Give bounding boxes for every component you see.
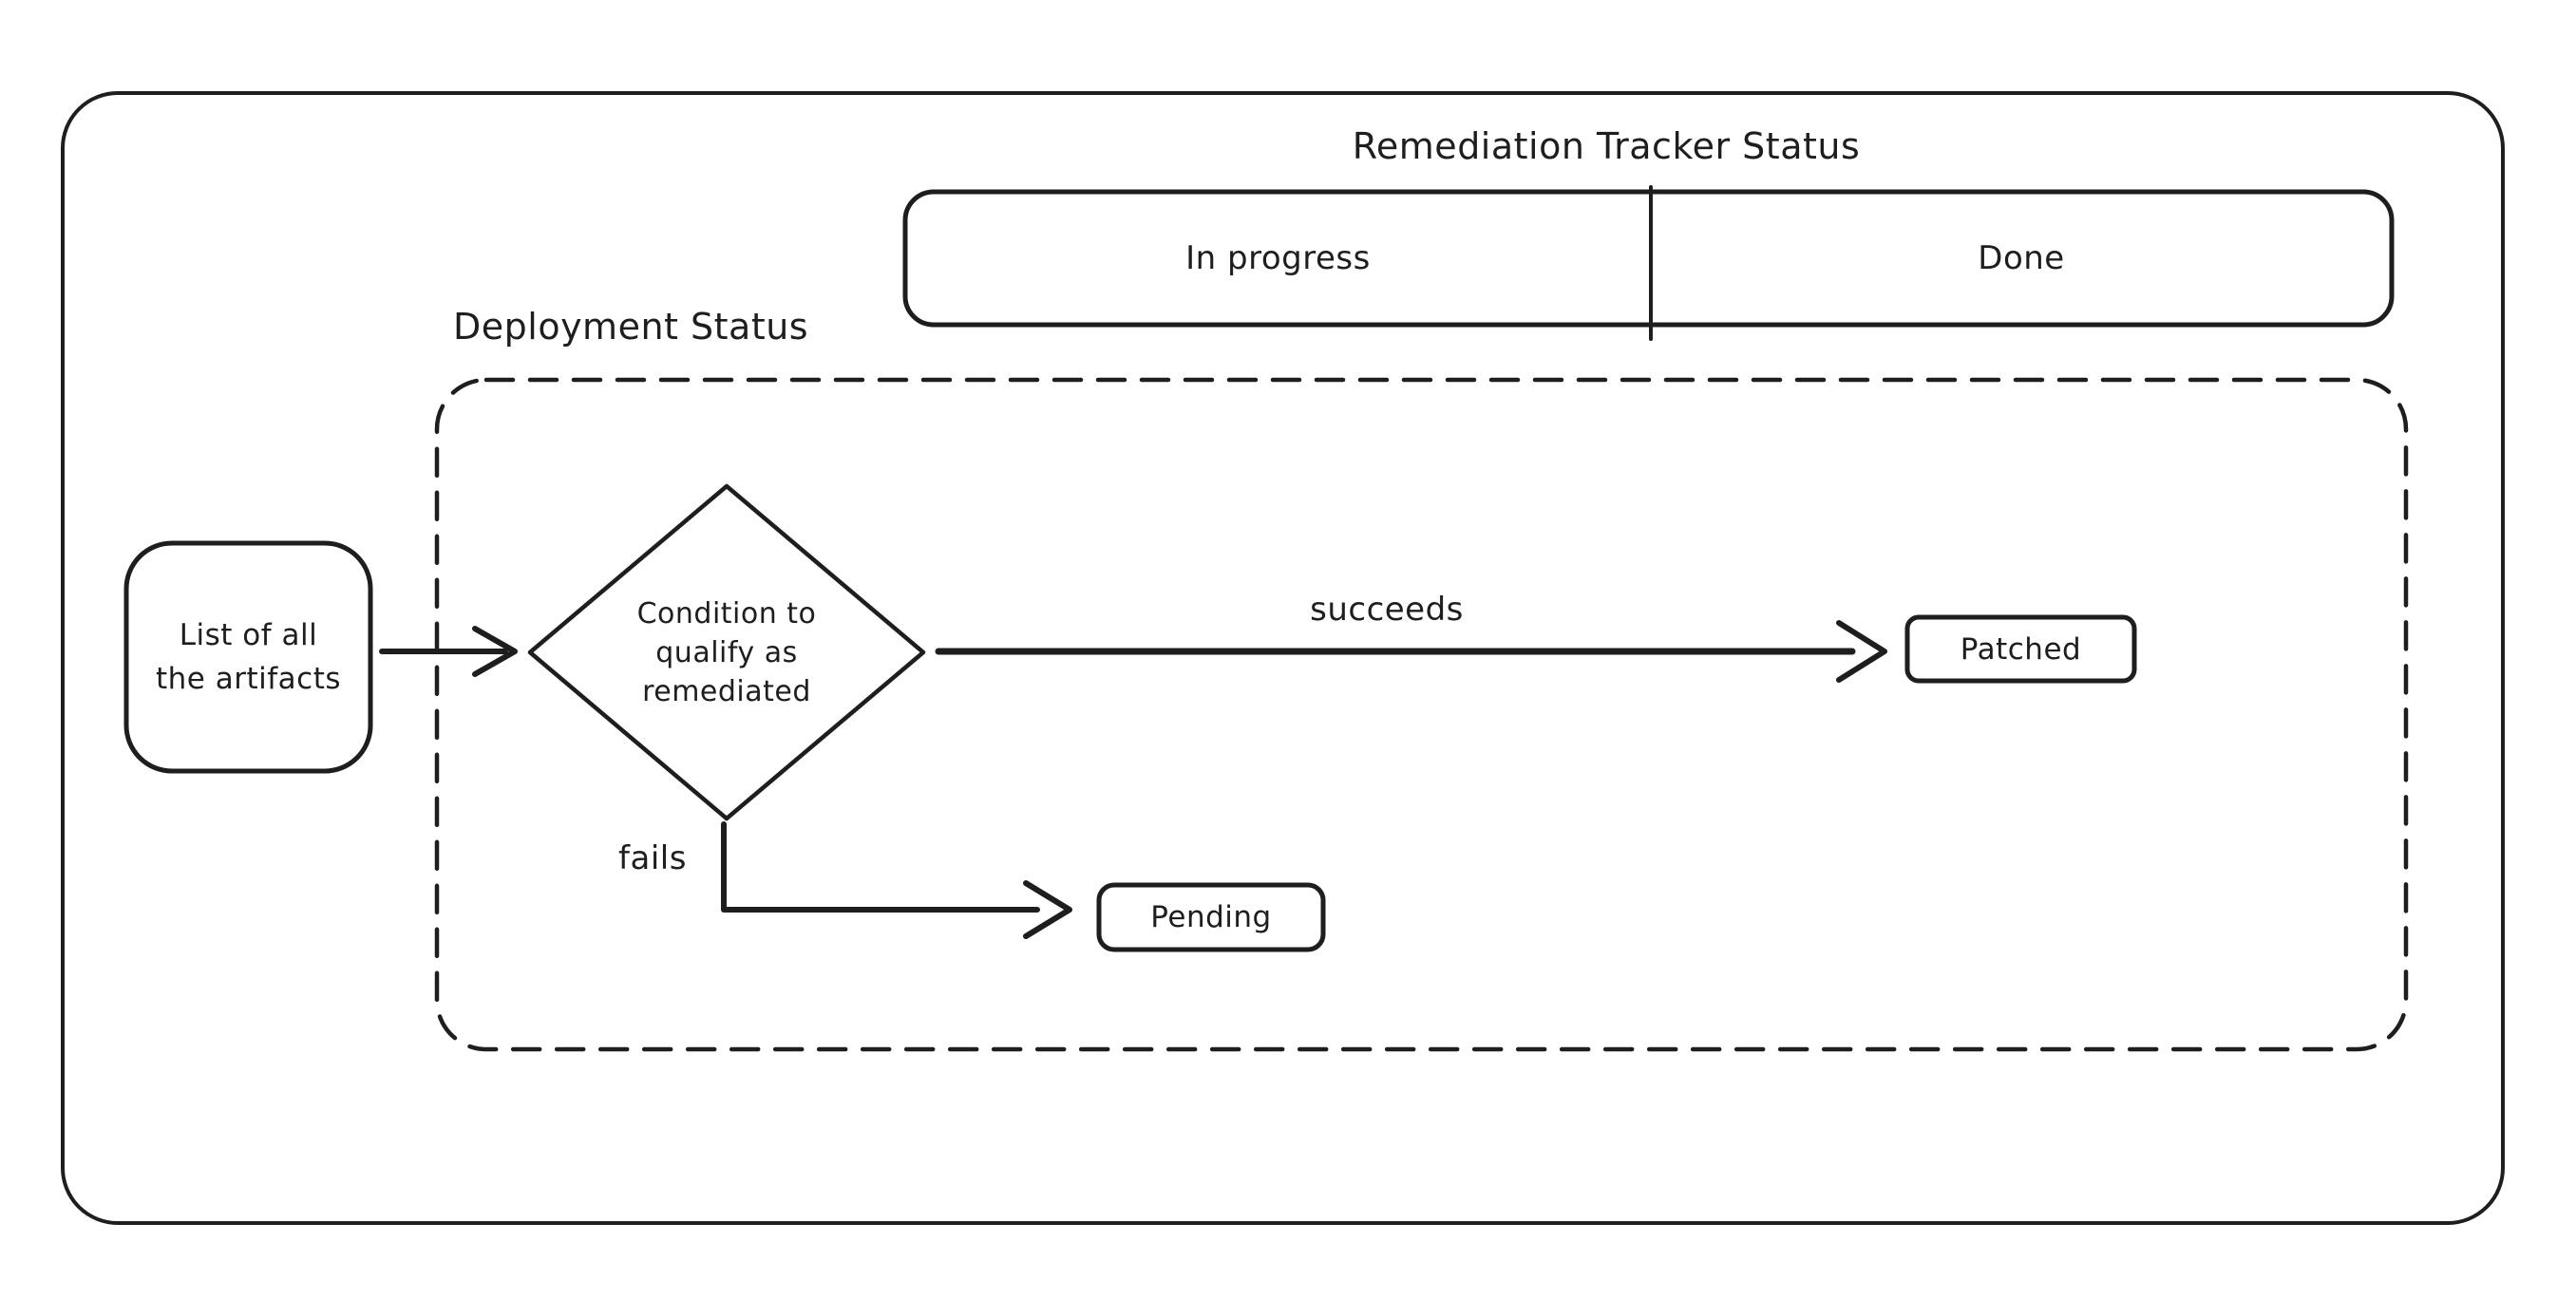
- fails-edge-label: fails: [618, 839, 687, 877]
- artifacts-node-label: List of all the artifacts: [126, 543, 370, 771]
- deployment-status-boundary: [434, 377, 2409, 1052]
- arrow-shaft: [721, 821, 1040, 913]
- pending-node-shape: [1096, 882, 1326, 952]
- artifacts-node-shape: [123, 540, 373, 774]
- fails-arrow: [721, 821, 1072, 939]
- pending-node-label: Pending: [1099, 885, 1323, 950]
- patched-node-label: Patched: [1907, 617, 2134, 681]
- tracker-status-bar: [902, 189, 2395, 328]
- patched-node-shape: [1904, 614, 2137, 684]
- artifacts-label-line: List of all: [179, 618, 318, 652]
- condition-label-line: qualify as: [655, 635, 798, 669]
- arrowhead: [1836, 620, 1887, 683]
- tracker-column-label: Done: [1978, 239, 2065, 277]
- tracker-column-in-progress: In progress: [905, 192, 1651, 325]
- tracker-column-done: Done: [1651, 192, 2392, 325]
- outer-frame: [61, 91, 2505, 1225]
- condition-diamond-label: Condition to qualify as remediated: [530, 486, 923, 819]
- tracker-column-label: In progress: [1185, 239, 1371, 277]
- succeeds-edge-label: succeeds: [1310, 591, 1464, 629]
- artifacts-label-line: the artifacts: [156, 662, 341, 696]
- deployment-status-label: Deployment Status: [453, 306, 809, 348]
- artifacts-to-condition-arrow: [379, 626, 518, 677]
- arrowhead: [472, 626, 518, 677]
- succeeds-arrow: [935, 620, 1887, 683]
- pending-label-text: Pending: [1150, 900, 1272, 934]
- condition-label-line: remediated: [642, 674, 811, 708]
- condition-label-line: Condition to: [636, 596, 817, 631]
- patched-label-text: Patched: [1960, 631, 2082, 667]
- arrowhead: [1023, 880, 1072, 939]
- diagram-title: Remediation Tracker Status: [1352, 125, 1861, 167]
- condition-diamond-shape: [527, 483, 926, 821]
